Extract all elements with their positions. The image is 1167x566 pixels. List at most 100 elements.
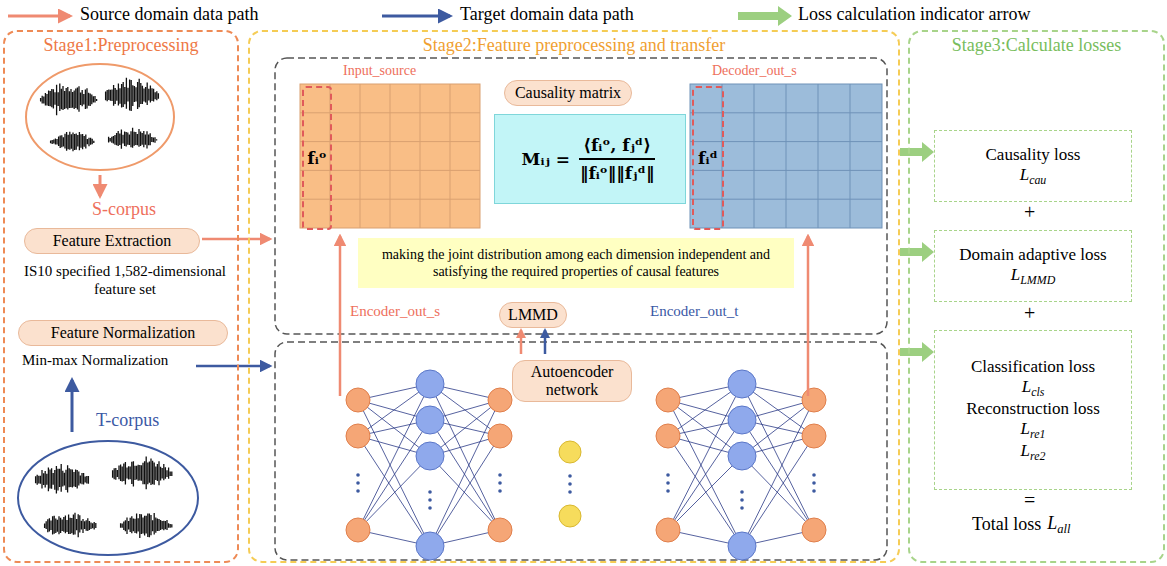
node-text: making the joint distribution among each… xyxy=(364,246,788,281)
stroke xyxy=(390,84,391,228)
node-text: Domain adaptive loss xyxy=(959,245,1106,265)
stage-title: Stage3:Calculate losses xyxy=(952,32,1121,56)
text-label: S-corpus xyxy=(92,199,156,220)
ellipsis-dot xyxy=(666,473,670,477)
neuron xyxy=(346,424,370,448)
ellipsis-dot xyxy=(428,506,432,510)
arrow-head xyxy=(922,142,934,162)
neuron xyxy=(656,518,680,542)
formula-text: Mᵢⱼ = xyxy=(522,149,570,169)
data-arrow xyxy=(520,330,523,354)
stage-panel: Stage2:Feature preprocessing and transfe… xyxy=(248,30,900,563)
waveform xyxy=(49,132,94,152)
node-text: Causality loss xyxy=(986,145,1081,165)
stroke xyxy=(850,84,851,228)
neuron xyxy=(488,424,512,448)
loss-arrow xyxy=(900,142,934,162)
waveform xyxy=(43,513,96,537)
module-frame xyxy=(275,342,887,560)
text-label: Total loss xyxy=(972,514,1041,535)
node-text: LMMD xyxy=(508,306,558,324)
process-pill: Causality matrix xyxy=(504,80,632,106)
stroke xyxy=(420,84,421,228)
neuron xyxy=(656,388,680,412)
text-label: Lall xyxy=(1047,513,1070,537)
neuron xyxy=(802,388,826,412)
math-symbol: L xyxy=(1020,165,1029,184)
module-frame xyxy=(275,58,887,334)
arrow-shaft xyxy=(900,148,922,156)
ellipsis-dot xyxy=(356,473,360,477)
data-arrow xyxy=(202,238,270,241)
node-text: Reconstruction loss xyxy=(966,399,1100,419)
arrow-shaft xyxy=(900,348,922,356)
ellipsis-dot xyxy=(428,490,432,494)
node-text: Classification loss xyxy=(971,357,1095,377)
node-text: Lre2 xyxy=(1021,441,1046,463)
ellipsis-dot xyxy=(812,481,816,485)
node-text: fᵢᵒ xyxy=(307,148,326,168)
ellipsis-dot xyxy=(568,474,572,478)
stroke xyxy=(690,112,882,113)
process-pill: Feature Extraction xyxy=(24,228,200,254)
text-label: IS10 specified 1,582-dimensional feature… xyxy=(14,262,236,298)
ellipsis-dot xyxy=(428,498,432,502)
feature-grid xyxy=(300,84,480,228)
stroke xyxy=(300,112,480,113)
arrow-shaft xyxy=(900,248,922,256)
neuron xyxy=(346,518,370,542)
stroke xyxy=(450,84,451,228)
ellipsis-dot xyxy=(666,489,670,493)
data-arrow xyxy=(807,236,810,396)
waveform xyxy=(104,78,158,111)
loss-box: Classification lossLclsReconstruction lo… xyxy=(934,330,1132,490)
neuron xyxy=(416,370,444,398)
ellipsis-dot xyxy=(812,489,816,493)
net-link xyxy=(742,456,814,530)
text-label: Encoder_out_s xyxy=(350,303,440,320)
text-label: = xyxy=(1024,489,1035,512)
neuron xyxy=(416,406,444,434)
text-label: + xyxy=(1024,302,1035,325)
neuron xyxy=(728,406,756,434)
data-arrow xyxy=(339,236,342,396)
neuron xyxy=(802,424,826,448)
node-text: Lcls xyxy=(1022,377,1045,399)
waveform xyxy=(34,464,88,494)
loss-arrow xyxy=(900,242,934,262)
math-symbol: L xyxy=(1022,377,1031,396)
neuron xyxy=(488,518,512,542)
node-text: Lre1 xyxy=(1021,419,1046,441)
math-subscript: cau xyxy=(1029,173,1046,187)
loss-arrow xyxy=(900,342,934,362)
arrow-head xyxy=(922,342,934,362)
feature-column: fᵢᵒ xyxy=(302,86,332,230)
node-text: fᵢᵈ xyxy=(698,148,718,168)
stroke xyxy=(786,84,787,228)
waveform xyxy=(111,457,172,490)
stage-panel: Stage3:Calculate lossesCausality lossLca… xyxy=(908,30,1165,563)
text-label: Encoder_out_t xyxy=(650,303,738,320)
net-link xyxy=(430,456,500,530)
ellipsis-dot xyxy=(356,489,360,493)
stroke xyxy=(690,141,882,142)
ellipsis-dot xyxy=(356,481,360,485)
ellipsis-dot xyxy=(740,490,744,494)
neuron xyxy=(416,442,444,470)
net-link xyxy=(358,456,430,530)
feature-grid xyxy=(690,84,882,228)
ellipsis-dot xyxy=(498,489,502,493)
node-text: Causality matrix xyxy=(515,84,621,102)
math-subscript: LMMD xyxy=(1020,273,1055,287)
note-box: making the joint distribution among each… xyxy=(358,238,794,288)
ellipsis-dot xyxy=(568,482,572,486)
waveform xyxy=(107,128,157,149)
stroke xyxy=(690,170,882,171)
text-label: + xyxy=(1024,201,1035,224)
data-arrow xyxy=(544,330,547,354)
waveform xyxy=(119,513,172,538)
legend-arrow xyxy=(8,15,70,18)
ellipsis-dot xyxy=(498,481,502,485)
formula-box: Mᵢⱼ =⟨fᵢᵒ, fⱼᵈ⟩‖fᵢᵒ‖‖fⱼᵈ‖ xyxy=(494,114,686,204)
neuron xyxy=(728,532,756,560)
